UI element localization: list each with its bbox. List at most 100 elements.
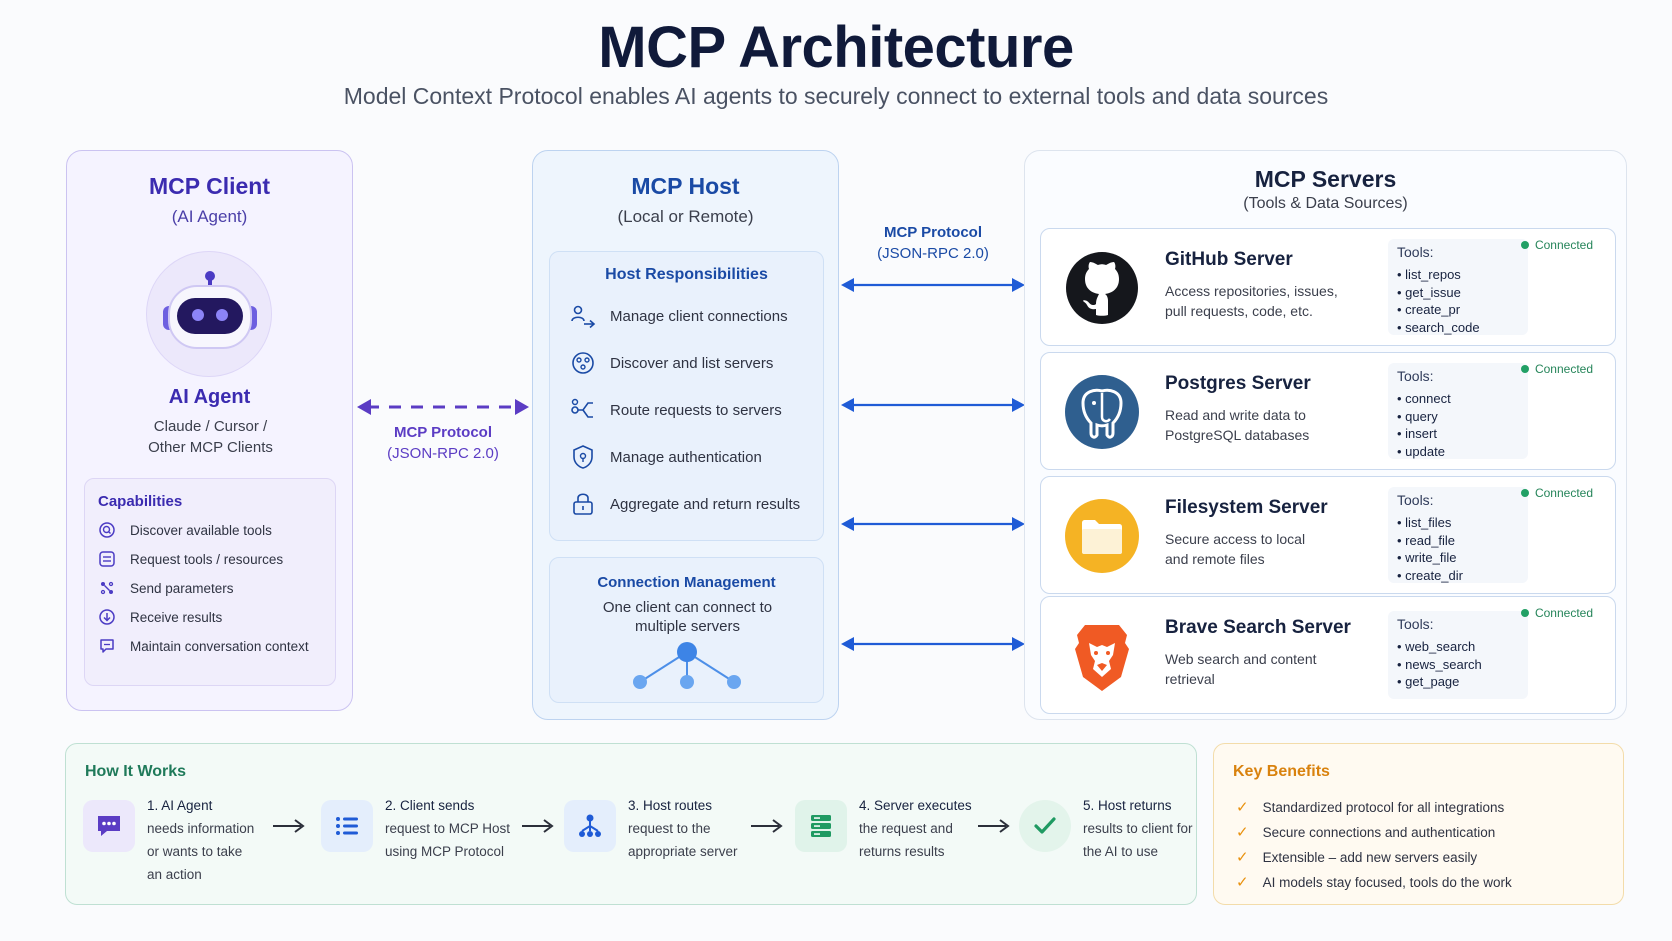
step-4-icon-tile [795, 800, 847, 852]
server-card-github[interactable]: GitHub Server Access repositories, issue… [1040, 228, 1616, 346]
connection-desc-line: multiple servers [634, 618, 741, 635]
capability-label: Discover available tools [130, 522, 272, 538]
mcp-servers-panel: MCP Servers (Tools & Data Sources) GitHu… [1024, 150, 1627, 720]
server-description: Read and write data to PostgreSQL databa… [1165, 405, 1350, 445]
server-desc-line: Web search and content [1165, 651, 1317, 667]
responsibility-label: Manage authentication [610, 448, 762, 466]
host-subtitle: (Local or Remote) [617, 207, 754, 226]
server-description: Secure access to local and remote files [1165, 529, 1350, 569]
key-benefits-title: Key Benefits [1233, 763, 1330, 780]
step-5-icon-tile [1019, 800, 1071, 852]
step-2-text: 2. Client sends request to MCP Host usin… [385, 794, 533, 863]
capability-item: Receive results [98, 608, 222, 626]
capability-label: Request tools / resources [130, 551, 284, 567]
host-github-arrow [841, 278, 1025, 292]
list-icon [99, 551, 115, 567]
step-line: Host returns [1098, 798, 1172, 813]
tool-name: list_files [1405, 515, 1452, 530]
agent-description: Claude / Cursor / Other MCP Clients [97, 416, 324, 458]
download-icon [99, 609, 115, 625]
step-line: appropriate server [628, 844, 738, 859]
page-subtitle: Model Context Protocol enables AI agents… [343, 83, 1329, 109]
brave-lion-icon [1075, 625, 1129, 691]
tool-item: • list_files [1397, 515, 1452, 530]
connections-icon [571, 305, 596, 329]
step-5-text: 5. Host returns results to client for th… [1083, 794, 1195, 863]
protocol-name: MCP Protocol [883, 224, 983, 241]
step-arrow-icon [751, 819, 783, 833]
step-line: results to client for [1083, 821, 1193, 836]
server-desc-line: Read and write data to [1165, 407, 1306, 423]
tool-name: search_code [1405, 319, 1480, 335]
step-line: AI Agent [161, 798, 213, 813]
capability-item: Discover available tools [98, 521, 272, 539]
route-icon [571, 398, 593, 418]
step-number: 1. [147, 798, 159, 813]
server-card-brave-search[interactable]: Brave Search Server Web search and conte… [1040, 596, 1616, 714]
status-badge: Connected [1520, 362, 1593, 376]
tool-item: • insert [1397, 426, 1437, 441]
client-host-arrow [357, 399, 529, 415]
step-line: needs information [147, 821, 255, 836]
list-icon [336, 817, 358, 835]
benefit-item: ✓Standardized protocol for all integrati… [1236, 798, 1504, 816]
mcp-client-panel: MCP Client (AI Agent) AI Agent Claude / … [66, 150, 353, 711]
status-label: Connected [1534, 362, 1593, 376]
step-arrow-icon [273, 819, 305, 833]
server-name: Filesystem Server [1165, 497, 1328, 518]
page-title: MCP Architecture [598, 15, 1074, 80]
tools-list: Tools: • connect • query • insert • upda… [1388, 363, 1528, 459]
step-number: 2. [385, 798, 397, 813]
sliders-icon [100, 581, 114, 595]
tool-item: • create_pr [1397, 302, 1461, 317]
server-desc-line: retrieval [1165, 671, 1215, 687]
agent-name: AI Agent [168, 386, 251, 408]
check-icon: ✓ [1236, 824, 1249, 841]
tool-name: web_search [1405, 639, 1476, 654]
tool-name: write_file [1405, 550, 1457, 565]
server-name: Brave Search Server [1165, 617, 1351, 638]
tool-item: • read_file [1397, 532, 1456, 548]
tool-name: query [1405, 408, 1438, 424]
step-line: the request and [859, 821, 953, 836]
server-desc-line: and remote files [1165, 551, 1265, 567]
step-3-icon-tile [564, 800, 616, 852]
responsibility-item: Discover and list servers [570, 350, 773, 376]
capability-label: Maintain conversation context [130, 638, 309, 654]
status-badge: Connected [1520, 238, 1593, 252]
server-card-filesystem[interactable]: Filesystem Server Secure access to local… [1040, 476, 1616, 594]
tool-name: create_pr [1405, 302, 1461, 317]
tools-label: Tools: [1397, 244, 1434, 260]
tool-item: • web_search [1397, 639, 1476, 654]
responsibility-item: Route requests to servers [570, 397, 782, 423]
agent-desc-line: Claude / Cursor / [153, 418, 268, 435]
step-2-icon-tile [321, 800, 373, 852]
status-dot-icon [1520, 241, 1529, 249]
discover-icon [572, 352, 594, 374]
protocol-spec: (JSON-RPC 2.0) [877, 245, 989, 262]
tool-item: • update [1397, 443, 1445, 459]
aggregate-icon [573, 493, 593, 515]
folder-icon [1065, 499, 1139, 573]
tool-name: connect [1405, 391, 1451, 406]
benefit-item: ✓AI models stay focused, tools do the wo… [1236, 873, 1512, 891]
server-card-postgres[interactable]: Postgres Server Read and write data to P… [1040, 352, 1616, 470]
server-name: GitHub Server [1165, 249, 1293, 270]
host-title: MCP Host [631, 173, 740, 199]
check-icon: ✓ [1236, 849, 1249, 866]
tool-item: • create_dir [1397, 567, 1463, 583]
step-line: using MCP Protocol [385, 844, 505, 859]
protocol-name: MCP Protocol [393, 424, 493, 441]
benefit-label: Secure connections and authentication [1262, 824, 1496, 840]
capability-label: Receive results [130, 609, 223, 625]
connection-desc-line: One client can connect to [602, 599, 773, 616]
responsibility-item: Manage client connections [570, 303, 788, 329]
how-it-works-title: How It Works [85, 763, 187, 780]
server-desc-line: Access repositories, issues, [1165, 283, 1338, 299]
responsibility-item: Aggregate and return results [570, 491, 800, 517]
postgres-icon [1065, 375, 1139, 449]
step-line: request to MCP Host [385, 821, 511, 836]
tool-name: create_dir [1405, 567, 1463, 583]
tool-item: • get_issue [1397, 284, 1461, 300]
tools-list: Tools: • web_search • news_search • get_… [1388, 611, 1528, 699]
